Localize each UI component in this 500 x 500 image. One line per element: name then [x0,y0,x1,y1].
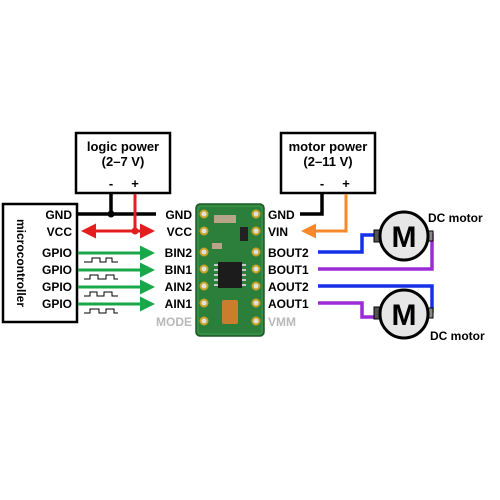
driver-capacitor-bottom [222,300,238,324]
motor-1-symbol: M [392,221,417,254]
mcu-pin-gpio-4: GPIO [42,297,72,311]
driver-pin-gnd-right: GND [268,208,295,222]
driver-pin-bin1: BIN1 [165,263,193,277]
driver-mosfet [240,227,248,241]
motor-power-plus: + [342,176,350,191]
mcu-pin-gpio-1: GPIO [42,246,72,260]
driver-right-holes [251,209,261,326]
mcu-pin-vcc: VCC [47,225,73,239]
mcu-pin-gnd: GND [45,208,72,222]
driver-capacitor-top [214,215,236,223]
signal-wires [78,245,155,312]
vcc-junction-dot [131,227,139,235]
driver-pin-bin2: BIN2 [165,246,193,260]
logic-power-voltage: (2–7 V) [102,154,145,169]
driver-board [195,203,265,337]
motor-power-minus: - [320,176,324,191]
driver-ic-chip [218,262,242,288]
driver-right-labels: GND VIN BOUT2 BOUT1 AOUT2 AOUT1 VMM [268,208,309,329]
gnd-wire-motor [300,194,324,216]
driver-pin-vcc: VCC [167,225,193,239]
driver-pin-aout2: AOUT2 [268,280,309,294]
driver-left-holes [199,209,209,326]
dc-motor-2: M [373,288,434,340]
mcu-pin-gpio-3: GPIO [42,280,72,294]
driver-left-labels: GND VCC BIN2 BIN1 AIN2 AIN1 MODE [156,208,192,329]
driver-pin-ain1: AIN1 [165,297,193,311]
driver-pin-gnd-left: GND [165,208,192,222]
motor-1-label: DC motor [428,211,483,225]
driver-pin-aout1: AOUT1 [268,297,309,311]
motor-2-label: DC motor [430,329,485,343]
logic-power-minus: - [109,176,113,191]
vin-wire-motor [301,194,348,239]
pwm-symbols [84,257,118,314]
motor-2-symbol: M [392,299,417,332]
gnd-junction-dot [107,210,115,218]
logic-power-title: logic power [87,139,159,154]
motor-power-title: motor power [289,139,368,154]
driver-pin-bout2: BOUT2 [268,246,309,260]
microcontroller-box: microcontroller GND VCC GPIO GPIO GPIO G… [1,202,79,324]
dc-motor-1: M [373,210,434,262]
logic-power-box: logic power (2–7 V) - + [74,131,172,195]
driver-pin-vmm: VMM [268,315,296,329]
driver-resistor [212,243,222,249]
motor-power-box: motor power (2–11 V) - + [279,131,377,195]
motor-power-voltage: (2–11 V) [303,154,352,169]
microcontroller-title: microcontroller [14,219,28,307]
driver-pin-bout1: BOUT1 [268,263,309,277]
driver-ic-leads [214,264,246,286]
driver-pin-vin: VIN [268,225,288,239]
logic-power-plus: + [131,176,139,191]
driver-pin-mode: MODE [156,315,192,329]
mcu-pin-gpio-2: GPIO [42,263,72,277]
driver-pin-ain2: AIN2 [165,280,193,294]
gnd-wire-logic [78,194,156,216]
